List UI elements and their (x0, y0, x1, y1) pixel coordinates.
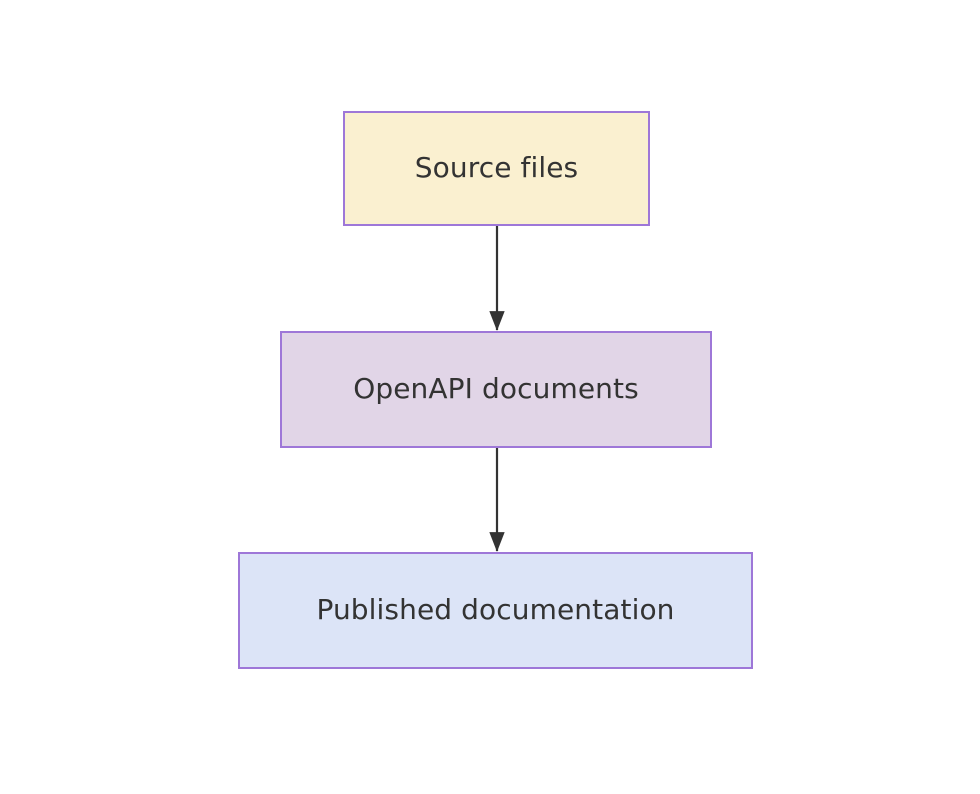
node-openapi-documents[interactable]: OpenAPI documents (280, 331, 712, 448)
node-source-files-label: Source files (414, 151, 579, 185)
node-published-documentation[interactable]: Published documentation (238, 552, 753, 669)
node-openapi-documents-label: OpenAPI documents (353, 372, 639, 406)
node-source-files[interactable]: Source files (343, 111, 650, 226)
node-published-documentation-label: Published documentation (316, 593, 675, 627)
